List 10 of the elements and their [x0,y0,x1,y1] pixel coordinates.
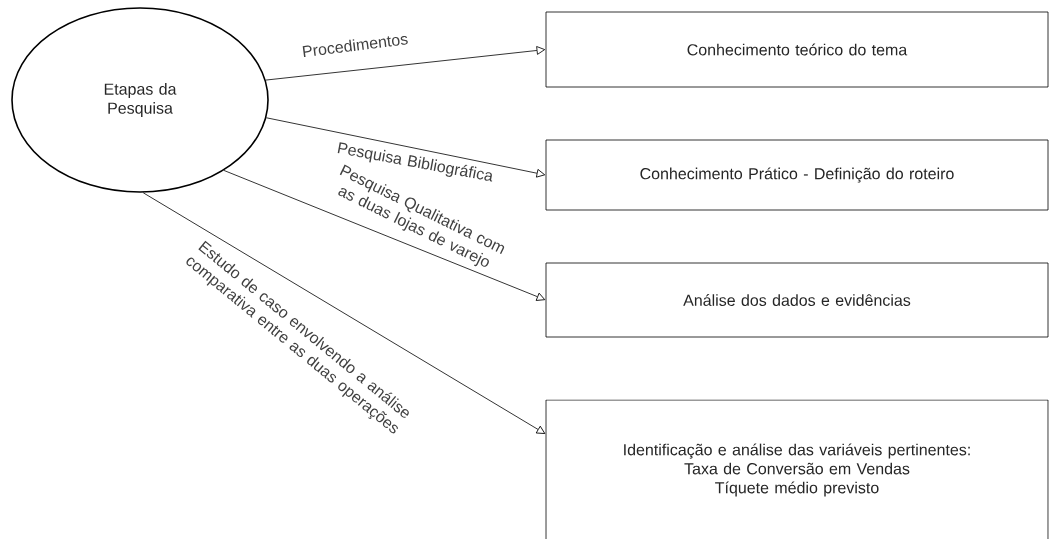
ellipse-node: Etapas da Pesquisa [11,7,269,193]
process-box: Conhecimento Prático - Definição do roteiro [545,139,1049,211]
arrow [142,192,546,434]
arrow [223,170,546,301]
arrow [265,46,546,81]
process-box: Conhecimento teórico do tema [545,11,1049,88]
process-box: Análise dos dados e evidências [545,262,1049,338]
process-box: Identificação e análise das variáveis pertinentes: Taxa de Conversão em Vendas Tíquete médio previsto [545,399,1049,539]
arrow [266,117,546,178]
edge-label: Procedimentos [302,36,408,58]
